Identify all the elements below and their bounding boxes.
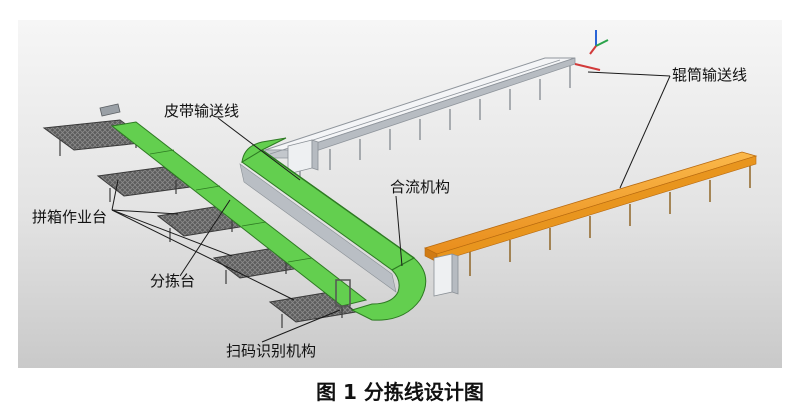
figure-caption: 图 1 分拣线设计图 bbox=[316, 380, 484, 404]
orange-roller-conveyor bbox=[423, 151, 758, 297]
green-belt-conveyor bbox=[110, 121, 427, 321]
label-scan-mechanism: 扫码识别机构 bbox=[226, 342, 317, 360]
label-merge-mechanism: 合流机构 bbox=[390, 178, 451, 196]
label-belt-conveyor: 皮带输送线 bbox=[164, 102, 240, 120]
label-roller-conveyor: 辊筒输送线 bbox=[672, 66, 748, 84]
gray-roller-conveyor bbox=[264, 57, 601, 180]
leader-lines bbox=[111, 71, 671, 343]
axis-gizmo-icon bbox=[589, 30, 609, 55]
label-packing-station: 拼箱作业台 bbox=[32, 208, 108, 226]
label-sorting-station: 分拣台 bbox=[150, 272, 196, 290]
